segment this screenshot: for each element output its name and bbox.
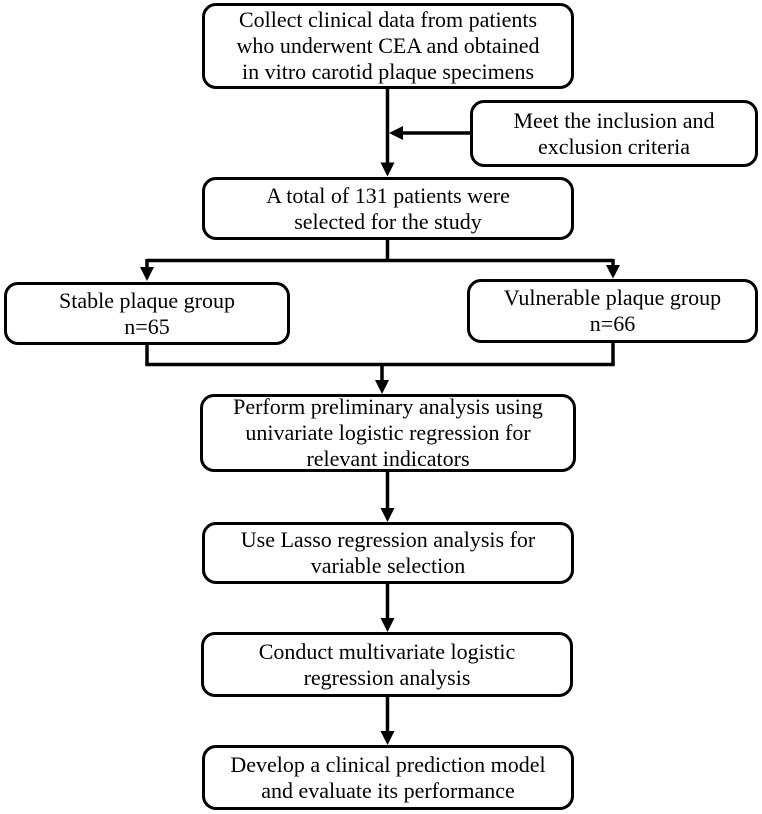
arrow-lasso-to-multivariate xyxy=(380,583,395,632)
box-text-line: n=65 xyxy=(124,313,170,339)
box-text-line: selected for the study xyxy=(294,208,482,234)
arrowhead-down-icon xyxy=(380,618,395,632)
box-text-line: relevant indicators xyxy=(306,446,470,471)
flow-box-criteria: Meet the inclusion and exclusion criteri… xyxy=(470,100,758,167)
merge-groups-to-univariate xyxy=(145,342,615,394)
box-text-line: n=66 xyxy=(589,311,636,336)
split-selected-to-groups xyxy=(140,240,620,281)
box-text-line: Develop a clinical prediction model xyxy=(230,751,546,777)
box-text-line: Vulnerable plaque group xyxy=(503,285,722,310)
box-text-line: Perform preliminary analysis using xyxy=(233,394,543,419)
flow-box-lasso: Use Lasso regression analysis for variab… xyxy=(202,522,574,584)
arrow-univariate-to-lasso xyxy=(380,471,395,522)
arrowhead-down-icon xyxy=(140,267,154,281)
arrowhead-down-icon xyxy=(380,731,395,745)
box-text-line: univariate logistic regression for xyxy=(245,420,531,445)
arrow-criteria-to-mainline xyxy=(389,126,470,140)
arrowhead-down-icon xyxy=(375,380,389,394)
box-text-line: exclusion criteria xyxy=(537,133,691,159)
box-text-line: Stable plaque group xyxy=(59,287,235,313)
box-text-line: variable selection xyxy=(310,553,466,578)
box-text-line: Collect clinical data from patients xyxy=(238,7,538,32)
box-text-line: in vitro carotid plaque specimens xyxy=(241,59,535,84)
box-text-line: regression analysis xyxy=(303,664,471,690)
box-text-line: Meet the inclusion and xyxy=(513,107,715,133)
box-text-line: Use Lasso regression analysis for xyxy=(240,527,536,552)
flow-box-selected: A total of 131 patients were selected fo… xyxy=(202,177,574,240)
flow-box-model: Develop a clinical prediction model and … xyxy=(202,745,574,810)
arrowhead-down-icon xyxy=(606,265,620,279)
flow-box-collect-data: Collect clinical data from patients who … xyxy=(202,3,574,89)
arrow-multivariate-to-model xyxy=(380,696,395,745)
arrowhead-down-icon xyxy=(380,162,395,177)
arrowhead-down-icon xyxy=(380,508,395,522)
arrowhead-left-icon xyxy=(389,126,403,140)
box-text-line: and evaluate its performance xyxy=(261,777,515,803)
flow-box-stable-group: Stable plaque group n=65 xyxy=(4,282,290,345)
arrow-collect-to-selected xyxy=(380,89,395,177)
box-text-line: A total of 131 patients were xyxy=(266,182,510,208)
flow-box-multivariate: Conduct multivariate logistic regression… xyxy=(201,632,573,697)
box-text-line: who underwent CEA and obtained xyxy=(236,33,540,58)
flow-box-vulnerable-group: Vulnerable plaque group n=66 xyxy=(467,279,758,343)
flow-box-univariate: Perform preliminary analysis using univa… xyxy=(200,394,576,472)
box-text-line: Conduct multivariate logistic xyxy=(258,638,516,664)
